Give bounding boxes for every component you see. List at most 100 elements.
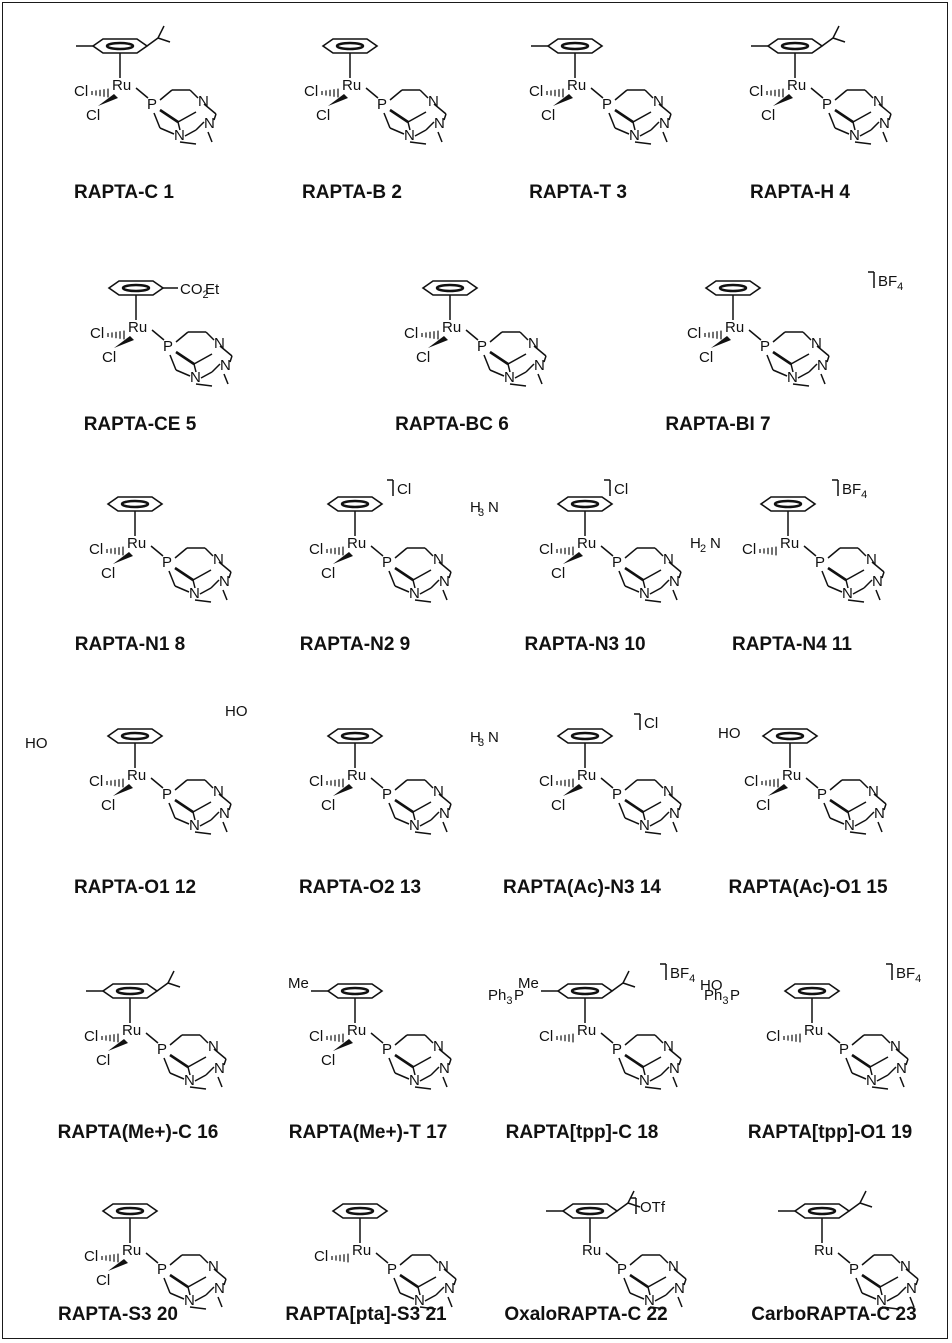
arene-aromatic-ring bbox=[570, 731, 600, 741]
chloride-label: Cl bbox=[687, 325, 701, 342]
bond bbox=[865, 811, 875, 821]
bond bbox=[193, 363, 197, 373]
bond bbox=[194, 831, 212, 835]
bond bbox=[869, 1066, 873, 1076]
nitrogen-label: N bbox=[439, 573, 450, 590]
compound-label: RAPTA-CE 5 bbox=[84, 414, 197, 435]
nitrogen-label: N bbox=[189, 817, 200, 834]
wedge-bond bbox=[768, 784, 788, 796]
nitrogen-label: N bbox=[190, 369, 201, 386]
bond bbox=[228, 571, 232, 579]
bond bbox=[150, 545, 164, 557]
bond bbox=[370, 1032, 384, 1044]
chloride-label: Cl bbox=[84, 1248, 98, 1265]
phosphorus-label: P bbox=[617, 1261, 627, 1278]
bond bbox=[174, 779, 188, 791]
bond bbox=[223, 1058, 227, 1066]
chloride-label: Cl bbox=[529, 83, 543, 100]
nitrogen-label: N bbox=[849, 127, 860, 144]
bond bbox=[810, 87, 824, 99]
compound-label: RAPTA-S3 20 bbox=[58, 1304, 178, 1325]
bond bbox=[419, 819, 432, 827]
phosphorus-label: P bbox=[157, 1261, 167, 1278]
compound-label: RAPTA-N2 9 bbox=[300, 634, 411, 655]
bond bbox=[622, 982, 636, 988]
bond bbox=[175, 331, 189, 343]
ruthenium-label: Ru bbox=[567, 77, 586, 94]
nitrogen-label: N bbox=[663, 1038, 674, 1055]
bond bbox=[159, 127, 175, 135]
bond bbox=[194, 1074, 207, 1082]
bond bbox=[151, 329, 165, 341]
chloride-label: Cl bbox=[96, 1052, 110, 1069]
phosphorus-label: P bbox=[815, 554, 825, 571]
bond bbox=[678, 1058, 682, 1066]
phosphorus-label: P bbox=[849, 1261, 859, 1278]
ruthenium-label: Ru bbox=[577, 535, 596, 552]
phosphine-p: P bbox=[730, 987, 740, 1004]
wedge-bond bbox=[333, 784, 353, 796]
methyl-label: Me bbox=[288, 975, 309, 992]
bond bbox=[600, 1032, 614, 1044]
nitrogen-label: N bbox=[184, 1292, 195, 1309]
bond bbox=[823, 802, 831, 819]
bond bbox=[876, 1074, 889, 1082]
bond bbox=[388, 1057, 396, 1074]
bond bbox=[192, 811, 196, 821]
bond bbox=[419, 587, 432, 595]
nitrogen-label: N bbox=[872, 573, 883, 590]
nitrogen-label: N bbox=[504, 369, 515, 386]
bond bbox=[419, 89, 429, 99]
bond bbox=[228, 803, 232, 811]
bond bbox=[424, 779, 434, 789]
nitrogen-label: N bbox=[208, 1258, 219, 1275]
bond bbox=[611, 982, 624, 992]
nitrogen-label: N bbox=[669, 805, 680, 822]
arene-aromatic-ring bbox=[718, 283, 748, 293]
bond bbox=[135, 87, 149, 99]
bond bbox=[393, 1277, 401, 1294]
nitrogen-label: N bbox=[528, 335, 539, 352]
bond bbox=[438, 1048, 452, 1060]
bond bbox=[174, 817, 190, 825]
bond bbox=[852, 121, 856, 131]
nitrogen-label: N bbox=[868, 783, 879, 800]
hydroxyl-label: HO bbox=[700, 977, 723, 994]
wedge-bond bbox=[108, 1039, 128, 1051]
chloride-label: Cl bbox=[309, 773, 323, 790]
wedge-bond bbox=[711, 336, 731, 348]
nitrogen-label: N bbox=[787, 369, 798, 386]
bond bbox=[210, 811, 220, 821]
arene-aromatic-ring bbox=[120, 499, 150, 509]
methyl-label: Me bbox=[518, 975, 539, 992]
bond bbox=[430, 1066, 440, 1076]
compound-label: RAPTA-C 1 bbox=[74, 182, 174, 203]
wedge-bond bbox=[428, 336, 448, 348]
chloride-label: Cl bbox=[416, 349, 430, 366]
bond bbox=[525, 363, 535, 373]
chloride-label: Cl bbox=[539, 773, 553, 790]
wedge-bond bbox=[553, 94, 573, 106]
nitrogen-label: N bbox=[184, 1072, 195, 1089]
bond bbox=[189, 1086, 207, 1090]
nitrogen-label: N bbox=[534, 357, 545, 374]
counterion-label: Cl bbox=[397, 481, 411, 498]
nitrogen-label: N bbox=[873, 93, 884, 110]
bond bbox=[168, 570, 176, 587]
arene-ring bbox=[91, 38, 149, 54]
bond bbox=[834, 89, 848, 101]
phosphine-label: Ph3 bbox=[488, 987, 512, 1007]
bond bbox=[668, 113, 672, 121]
bond bbox=[827, 566, 847, 582]
arene-aromatic-ring bbox=[340, 731, 370, 741]
ammonium-n: N bbox=[488, 729, 499, 746]
compound-label: RAPTA-BC 6 bbox=[395, 414, 509, 435]
ruthenium-label: Ru bbox=[814, 1242, 833, 1259]
bond bbox=[414, 831, 432, 835]
compound-label: RAPTA(Me+)-T 17 bbox=[289, 1122, 448, 1143]
